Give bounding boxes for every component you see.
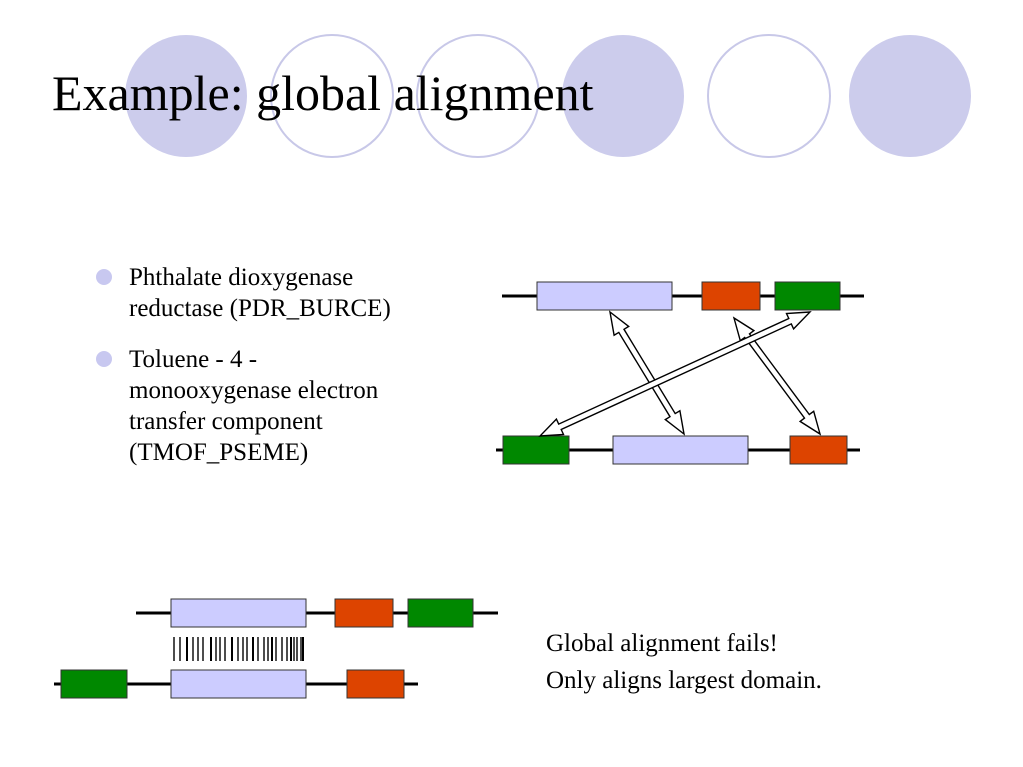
domain-crossing-diagram	[496, 281, 864, 465]
bullet-line: reductase (PDR_BURCE)	[129, 295, 391, 322]
bullet-line: (TMOF_PSEME)	[129, 439, 309, 466]
sequence-bottom	[496, 435, 860, 465]
domain-blue-bottom	[170, 669, 307, 699]
caption-line-2: Only aligns largest domain.	[546, 667, 822, 694]
double-arrow-1	[608, 310, 686, 436]
caption-line-1: Global alignment fails!	[546, 630, 778, 657]
double-arrow-2	[732, 316, 822, 436]
domain-green-bottom	[502, 435, 570, 465]
bullet-line: Phthalate dioxygenase	[129, 264, 354, 291]
domain-red-top	[701, 281, 761, 311]
bullet-line: monooxygenase electron	[129, 377, 379, 404]
bullet-line: Toluene - 4 -	[129, 346, 258, 373]
deco-circle-1	[125, 35, 247, 157]
domain-green-top	[774, 281, 841, 311]
alignment-match-marks	[173, 637, 304, 661]
bullet-line: transfer component	[129, 408, 323, 435]
domain-blue-bottom	[612, 435, 749, 465]
global-alignment-diagram	[54, 598, 498, 699]
bullet-list: Phthalate dioxygenase reductase (PDR_BUR…	[96, 262, 476, 468]
deco-circle-2	[270, 34, 394, 158]
domain-green-bottom	[60, 669, 128, 699]
domain-red-top	[334, 598, 394, 628]
slide-title: Example: global alignment	[52, 65, 594, 121]
caption: Global alignment fails! Only aligns larg…	[546, 625, 822, 699]
sequence-bottom	[54, 669, 418, 699]
double-arrow-3	[538, 311, 812, 437]
bullet-dot-icon	[96, 351, 112, 367]
domain-blue-top	[170, 598, 307, 628]
deco-circle-5	[707, 34, 831, 158]
deco-circle-6	[849, 35, 971, 157]
domain-blue-top	[536, 281, 673, 311]
sequence-top	[136, 598, 498, 628]
sequence-top	[502, 281, 864, 311]
bullet-item-pdr: Phthalate dioxygenase reductase (PDR_BUR…	[96, 262, 476, 324]
domain-red-bottom	[346, 669, 405, 699]
bullet-dot-icon	[96, 269, 112, 285]
decorative-circles	[125, 34, 971, 158]
domain-green-top	[407, 598, 474, 628]
bullet-item-tmof: Toluene - 4 - monooxygenase electron tra…	[96, 344, 476, 468]
double-arrow-group	[538, 310, 822, 437]
deco-circle-4	[562, 35, 684, 157]
deco-circle-3	[416, 34, 540, 158]
domain-red-bottom	[789, 435, 848, 465]
